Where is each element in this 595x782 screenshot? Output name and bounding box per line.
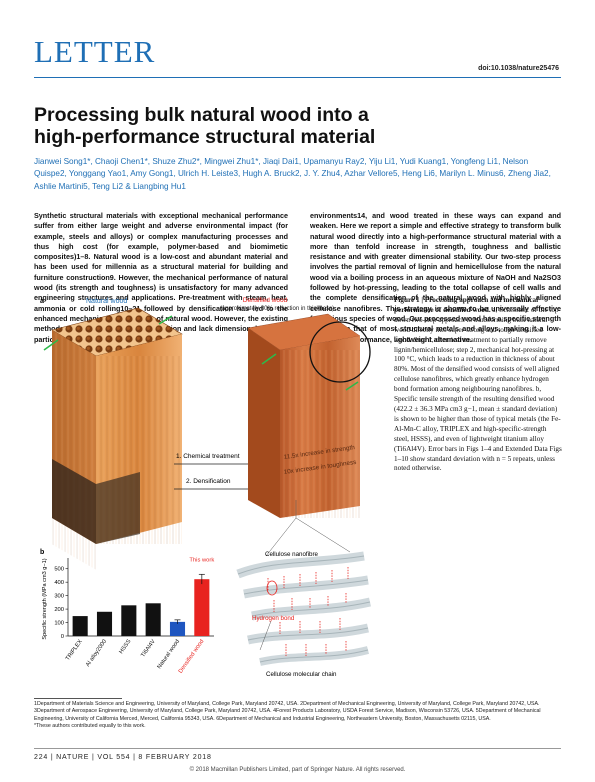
bar-natural-wood <box>169 621 186 636</box>
hydrogen-bond-label: Hydrogen bond <box>252 615 295 622</box>
category-label: Densified wood <box>178 639 206 675</box>
category-label: Al alloy2000 <box>85 639 108 668</box>
arrow-icon <box>43 339 59 351</box>
natural-wood-label: Natural wood <box>86 298 127 305</box>
step-1-label: 1. Chemical treatment <box>176 453 240 460</box>
caption-title: Figure 1 | Processing approach and mecha… <box>394 296 539 314</box>
y-tick-label: 300 <box>54 594 64 600</box>
panel-b-label: b <box>40 549 44 556</box>
article-title: Processing bulk natural wood into a high… <box>34 104 554 148</box>
header-rule <box>34 77 561 78</box>
bar-ti6al4v <box>145 603 161 636</box>
y-tick-label: 500 <box>54 567 64 573</box>
y-tick-label: 200 <box>54 607 64 613</box>
y-tick-label: 400 <box>54 580 64 586</box>
cellulose-nanofibre-label: Cellulose nanofibre <box>265 551 319 558</box>
figure-1-svg: a Natural wood Densified wood (approxima… <box>40 297 371 678</box>
this-work-label: This work <box>189 557 214 563</box>
bar-al-alloy2000 <box>96 611 113 636</box>
figure-caption: Figure 1 | Processing approach and mecha… <box>394 296 562 474</box>
densified-wood-sublabel: (approximately 80% reduction in thicknes… <box>220 306 334 312</box>
category-label: TRIPLEX <box>65 639 84 662</box>
author-list[interactable]: Jianwei Song1*, Chaoji Chen1*, Shuze Zhu… <box>34 157 551 191</box>
bar-densified-wood <box>194 579 210 636</box>
category-label: HSSS <box>118 639 132 655</box>
caption-body: a, Schematic of the top-down two-step ap… <box>394 305 562 473</box>
arrow-icon <box>345 381 359 391</box>
issue-footer: 224 | NATURE | VOL 554 | 8 FEBRUARY 2018 <box>34 754 212 761</box>
arrow-icon <box>261 353 277 365</box>
category-label: Natural wood <box>157 639 182 670</box>
specific-strength-chart: 0 100 200 300 400 500 Specific strength (MPa c… <box>42 557 214 674</box>
figure-1: a Natural wood Densified wood (approxima… <box>34 294 374 696</box>
densified-wood-block <box>247 313 371 518</box>
doi-link[interactable]: doi:10.1038/nature25476 <box>478 65 559 72</box>
bar-hsss <box>121 605 137 636</box>
bar-triplex <box>72 616 88 636</box>
equal-contribution-note: *These authors contributed equally to th… <box>34 723 146 730</box>
copyright-notice: © 2018 Macmillan Publishers Limited, par… <box>189 767 406 773</box>
natural-wood-block <box>43 307 183 570</box>
footnotes: 1Department of Materials Science and Eng… <box>34 701 561 731</box>
y-axis-label: Specific strength (MPa cm3 g−1) <box>42 558 48 639</box>
fibre-bundle <box>236 551 371 666</box>
y-tick-label: 0 <box>61 634 64 640</box>
footer-rule <box>34 748 561 749</box>
panel-a-label: a <box>40 298 44 305</box>
section-label: LETTER <box>34 34 156 69</box>
densified-wood-label: Densified wood <box>243 297 288 304</box>
footnote-rule <box>34 698 122 699</box>
abstract-column-2: environments14, and wood treated in thes… <box>310 211 561 344</box>
title-line-1: Processing bulk natural wood into a <box>34 104 369 126</box>
nanofibre-schematic <box>236 500 371 666</box>
category-label: Ti6Al4V <box>140 639 157 659</box>
title-line-2: high-performance structural material <box>34 126 376 148</box>
zoom-circle <box>309 321 371 383</box>
cellulose-chain-label: Cellulose molecular chain <box>266 671 337 678</box>
y-tick-label: 100 <box>54 621 64 627</box>
arrow-icon <box>158 315 173 325</box>
step-2-label: 2. Densification <box>186 478 231 485</box>
affiliations: 1Department of Materials Science and Eng… <box>34 701 541 722</box>
